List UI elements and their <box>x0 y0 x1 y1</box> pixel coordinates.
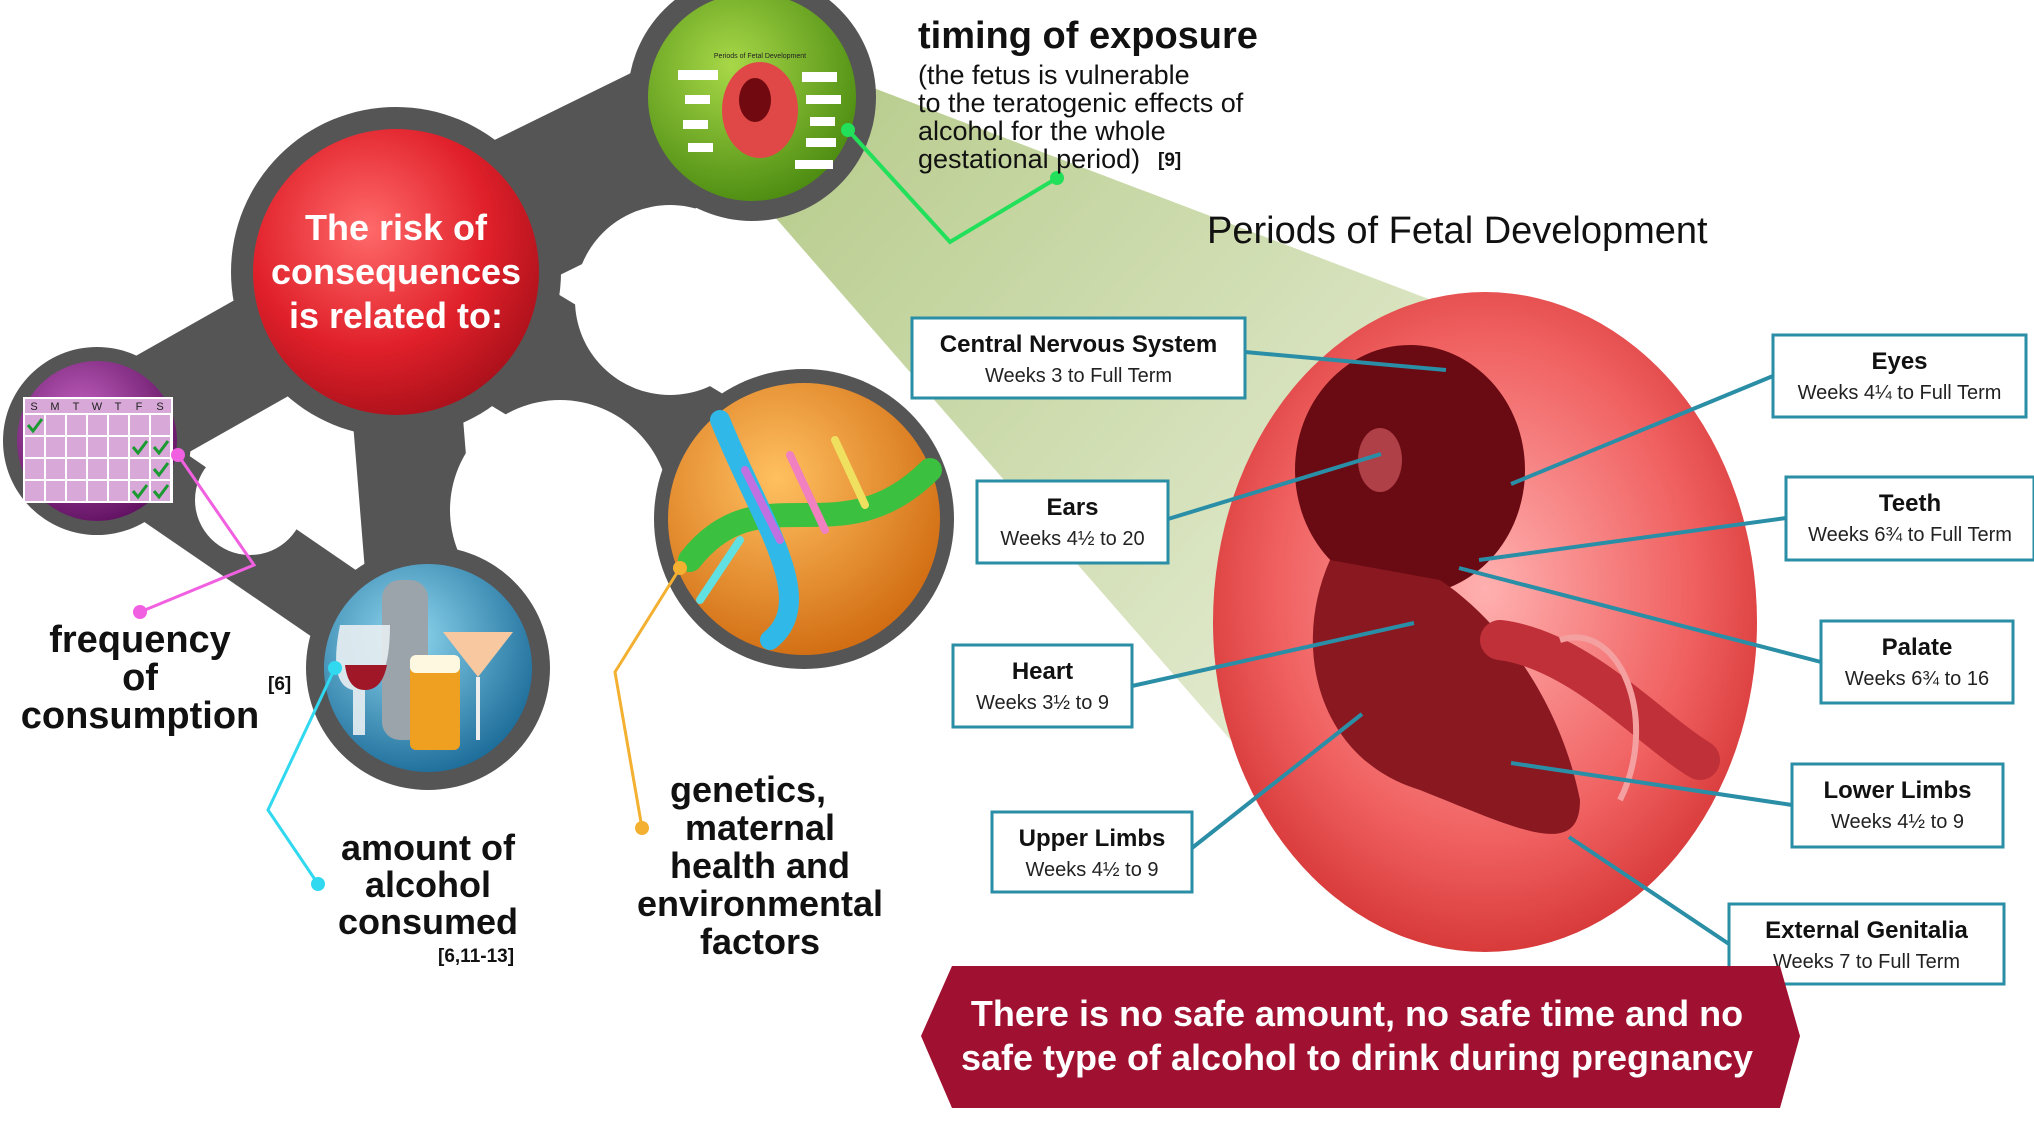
amount-leader <box>266 667 337 885</box>
frequency-ref: [6] <box>268 674 291 695</box>
label-weeks: Weeks 4½ to 20 <box>1000 528 1144 550</box>
calendar-day: W <box>92 401 103 413</box>
frequency-line-1: frequency <box>49 619 231 661</box>
leader-line <box>1244 350 1447 372</box>
calendar-day: S <box>156 401 163 413</box>
label-weeks: Weeks 6¾ to 16 <box>1845 668 1989 690</box>
calendar-day: T <box>115 401 122 413</box>
genetics-line-2: maternal <box>685 807 835 848</box>
label-title: Heart <box>1012 658 1073 685</box>
timing-line-3: alcohol for the whole <box>918 116 1166 146</box>
genetics-line-3: health and <box>670 845 850 886</box>
frequency-leader <box>139 454 257 614</box>
label-title: Ears <box>1046 494 1098 521</box>
timing-line-2: to the teratogenic effects of <box>918 88 1244 118</box>
risk-line-2: consequences <box>271 251 521 292</box>
check-icon <box>131 484 149 500</box>
check-icon <box>152 484 170 500</box>
diagram-title: Periods of Fetal Development <box>1207 210 1708 252</box>
label-weeks: Weeks 4½ to 9 <box>1025 859 1158 881</box>
drinks-icon <box>336 580 513 750</box>
check-icon <box>152 440 170 456</box>
amount-ref: [6,11-13] <box>438 946 514 967</box>
banner-line-1: There is no safe amount, no safe time an… <box>971 993 1743 1034</box>
warning-banner <box>921 966 1800 1108</box>
leader-line <box>1510 761 1793 807</box>
timing-ref: [9] <box>1158 150 1181 171</box>
amount-line-3: consumed <box>338 901 518 942</box>
label-title: Lower Limbs <box>1823 777 1971 804</box>
label-title: Central Nervous System <box>940 331 1217 358</box>
genetics-line-1: genetics, <box>670 769 826 810</box>
frequency-line-3: consumption <box>21 695 260 737</box>
check-icon <box>152 462 170 478</box>
check-icon <box>131 440 149 456</box>
amount-line-2: alcohol <box>365 864 491 905</box>
timing-line-1: (the fetus is vulnerable <box>918 60 1190 90</box>
check-icon <box>26 418 44 434</box>
timing-line-4: gestational period) <box>918 144 1140 174</box>
leader-line <box>1567 835 1731 946</box>
amount-line-1: amount of <box>341 827 516 868</box>
label-weeks: Weeks 3 to Full Term <box>985 365 1172 387</box>
risk-circle <box>253 129 539 415</box>
label-weeks: Weeks 6¾ to Full Term <box>1808 524 2012 546</box>
genetics-leader <box>613 567 682 829</box>
risk-line-1: The risk of <box>305 207 488 248</box>
frequency-line-2: of <box>122 657 158 699</box>
label-title: Upper Limbs <box>1019 825 1166 852</box>
label-title: External Genitalia <box>1765 917 1968 944</box>
label-title: Palate <box>1882 634 1953 661</box>
mini-diagram-title: Periods of Fetal Development <box>714 53 806 60</box>
leader-line <box>1190 712 1364 850</box>
label-title: Eyes <box>1871 348 1927 375</box>
calendar-day: S <box>30 401 37 413</box>
calendar-day: M <box>50 401 59 413</box>
label-weeks: Weeks 4¼ to Full Term <box>1798 382 2002 404</box>
genetics-line-4: environmental <box>637 883 883 924</box>
leader-line <box>1458 566 1822 664</box>
calendar-day: F <box>136 401 143 413</box>
label-title: Teeth <box>1879 490 1941 517</box>
mini-diagram-thumbnail: Periods of Fetal Development <box>678 53 841 169</box>
genetics-line-5: factors <box>700 921 820 962</box>
leader-line <box>1131 621 1415 688</box>
leader-line <box>1478 516 1787 562</box>
calendar-day: T <box>73 401 80 413</box>
fetus-illustration <box>1295 345 1720 834</box>
label-weeks: Weeks 4½ to 9 <box>1831 811 1964 833</box>
dna-icon <box>678 410 942 650</box>
timing-title: timing of exposure <box>918 15 1258 57</box>
risk-line-3: is related to: <box>289 295 503 336</box>
label-weeks: Weeks 7 to Full Term <box>1773 951 1960 973</box>
leader-line <box>1167 452 1382 521</box>
banner-line-2: safe type of alcohol to drink during pre… <box>961 1037 1753 1078</box>
leader-line <box>1510 374 1774 486</box>
label-weeks: Weeks 3½ to 9 <box>976 692 1109 714</box>
timing-leader <box>846 128 1059 245</box>
